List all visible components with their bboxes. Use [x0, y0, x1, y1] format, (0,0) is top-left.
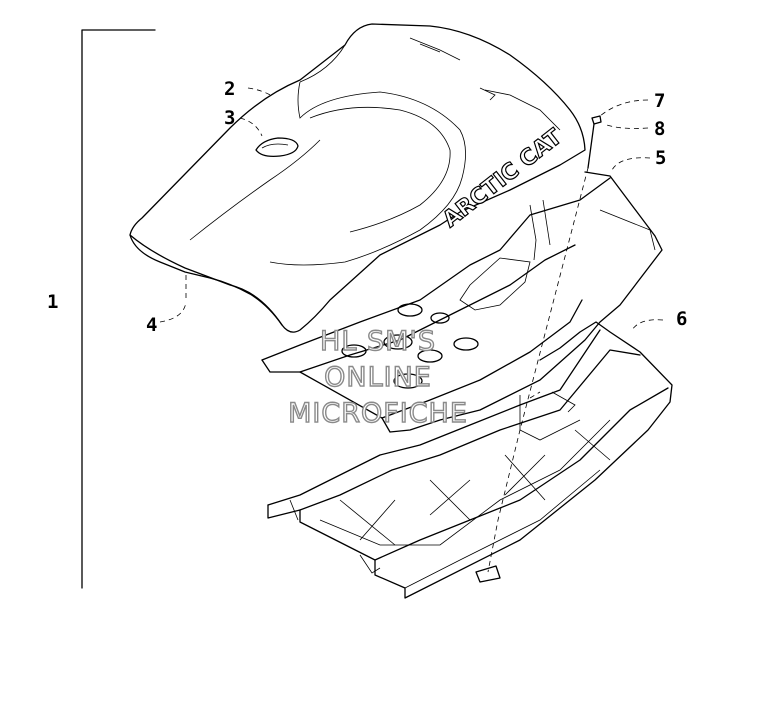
callout-labels: 1 2 3 4 5 6 7 8 — [47, 78, 687, 336]
callout-5: 5 — [655, 147, 666, 169]
arctic-cat-logo: ARCTIC CAT — [438, 125, 567, 233]
leader-lines — [159, 87, 664, 331]
part-8-rod — [475, 123, 595, 583]
part-7-screw — [591, 115, 602, 125]
part-3-emblem — [255, 137, 299, 158]
part-6-base-tray — [267, 321, 673, 599]
callout-1: 1 — [47, 291, 58, 313]
callout-6: 6 — [676, 308, 687, 330]
watermark-line-3: MICROFICHE — [288, 398, 468, 429]
callout-2: 2 — [224, 78, 235, 100]
watermark-line-2: ONLINE — [324, 362, 432, 393]
callout-8: 8 — [654, 118, 665, 140]
watermark: HL SM'S ONLINE MICROFICHE — [287, 325, 468, 429]
callout-7: 7 — [654, 90, 665, 112]
part-2-seat-cover: ARCTIC CAT — [129, 23, 586, 333]
callout-4: 4 — [146, 314, 157, 336]
assembly-bracket — [81, 29, 156, 589]
watermark-line-1: HL SM'S — [320, 326, 436, 357]
part-5-deck-plate — [261, 171, 663, 433]
callout-3: 3 — [224, 107, 235, 129]
